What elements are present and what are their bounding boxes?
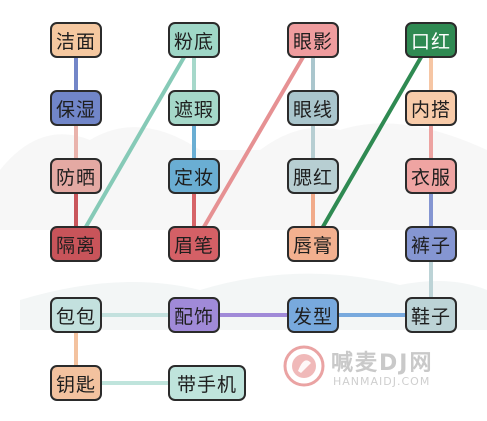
watermark-url: HANMAIDJ.COM [333, 375, 431, 388]
tile-label: 眉笔 [173, 234, 214, 257]
tile-label: 裤子 [410, 234, 451, 257]
tile-label: 洁面 [55, 30, 96, 53]
tile-geli[interactable]: 隔离 [50, 226, 102, 262]
tile-baoshi[interactable]: 保湿 [50, 90, 102, 126]
tile-chungao[interactable]: 唇膏 [287, 226, 339, 262]
tile-yanying[interactable]: 眼影 [287, 22, 339, 58]
tile-label: 粉底 [173, 30, 214, 53]
tile-yanxian[interactable]: 眼线 [287, 90, 339, 126]
tile-label: 保湿 [55, 98, 96, 121]
tile-peishi[interactable]: 配饰 [168, 297, 220, 333]
tile-daishouji[interactable]: 带手机 [168, 365, 246, 401]
tile-label: 唇膏 [292, 234, 333, 257]
tile-baobao[interactable]: 包包 [50, 297, 102, 333]
tile-faxing[interactable]: 发型 [287, 297, 339, 333]
tile-label: 遮瑕 [173, 98, 214, 121]
tile-label: 腮红 [292, 166, 333, 189]
watermark-brand: 喊麦DJ网 [331, 351, 434, 376]
tile-label: 发型 [292, 305, 333, 328]
link-chungao-kouhong [311, 38, 433, 246]
tile-xiezi[interactable]: 鞋子 [405, 297, 457, 333]
link-geli-fendi [74, 38, 196, 246]
tile-zhexia[interactable]: 遮瑕 [168, 90, 220, 126]
tile-label: 定妆 [173, 166, 214, 189]
tile-yaoshi[interactable]: 钥匙 [50, 365, 102, 401]
tile-label: 口红 [410, 30, 451, 53]
tile-jiemian[interactable]: 洁面 [50, 22, 102, 58]
tile-kuzi[interactable]: 裤子 [405, 226, 457, 262]
tile-yifu[interactable]: 衣服 [405, 158, 457, 194]
tile-label: 带手机 [176, 373, 237, 396]
site-watermark: 喊麦DJ网 HANMAIDJ.COM [283, 343, 483, 399]
tile-kouhong[interactable]: 口红 [405, 22, 457, 58]
tile-saihong[interactable]: 腮红 [287, 158, 339, 194]
tile-label: 衣服 [410, 166, 451, 189]
tile-meibi[interactable]: 眉笔 [168, 226, 220, 262]
tile-label: 包包 [55, 305, 96, 328]
tile-dingzhuang[interactable]: 定妆 [168, 158, 220, 194]
tile-label: 钥匙 [55, 373, 96, 396]
link-meibi-yanying [192, 38, 315, 246]
tile-fangshai[interactable]: 防晒 [50, 158, 102, 194]
tile-label: 眼影 [292, 30, 333, 53]
brand-logo-icon [283, 345, 325, 387]
tile-neida[interactable]: 内搭 [405, 90, 457, 126]
tile-label: 鞋子 [410, 305, 451, 328]
tile-label: 配饰 [173, 305, 214, 328]
tile-label: 防晒 [55, 166, 96, 189]
tile-label: 眼线 [292, 98, 333, 121]
tile-label: 隔离 [55, 234, 96, 257]
tile-fendi[interactable]: 粉底 [168, 22, 220, 58]
tile-label: 内搭 [410, 98, 451, 121]
